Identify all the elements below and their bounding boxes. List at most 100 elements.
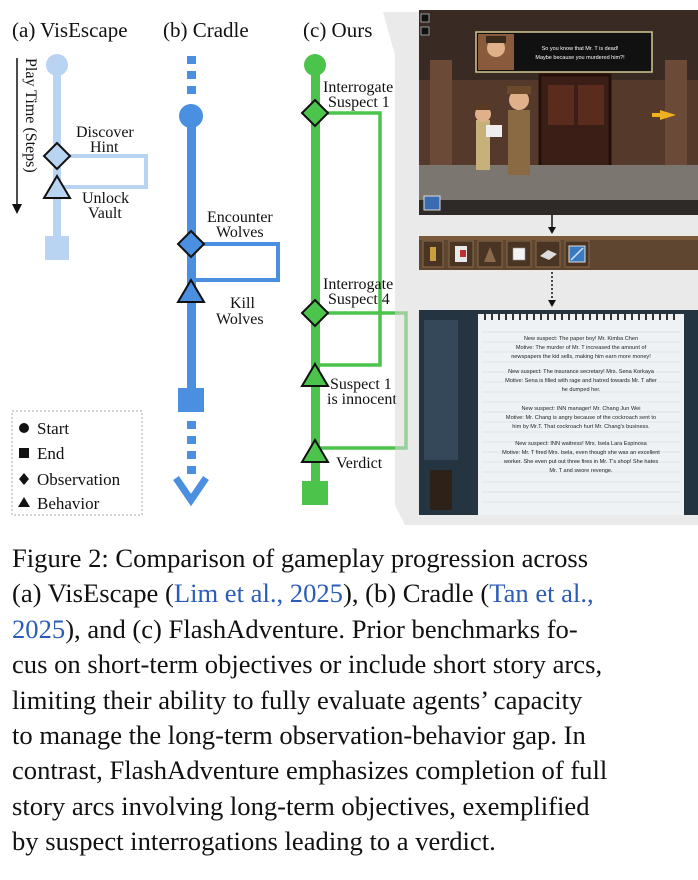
ours-label-suspect-1: Suspect 1 <box>328 94 390 111</box>
notebook-line: worker. She even put out three fires in … <box>503 459 658 465</box>
cradle-label-encounter: Encounter <box>207 209 273 226</box>
notebook-line: Motive: The murder of Mr. T increased th… <box>516 345 647 351</box>
notebook-line: him by Mr.T. That cockroach hurt Mr. Cha… <box>512 424 650 430</box>
caption-text: limiting their ability to fully evaluate… <box>12 684 583 715</box>
inventory-slot-4[interactable] <box>506 240 532 268</box>
caption-text: to manage the long-term observation-beha… <box>12 720 586 751</box>
cradle-behavior-node <box>176 278 206 303</box>
inventory-strip <box>419 236 698 270</box>
notebook-line: Motive: Mr. T fired Mrs. Isela, even tho… <box>502 450 660 456</box>
legend-observation-icon <box>19 473 29 485</box>
caption-text: cus on short-term objectives or include … <box>12 649 603 680</box>
ours-behavior-node-2 <box>300 438 330 463</box>
menu-icon[interactable] <box>420 13 430 23</box>
visescape-behavior-node <box>42 174 72 199</box>
citation-link[interactable]: 2025 <box>12 613 66 644</box>
cradle-dash-bottom <box>187 466 196 474</box>
notebook-line: he dumped her. <box>562 387 601 393</box>
notebook-line: newspapers the kid sells, making him ear… <box>511 354 651 360</box>
visescape-label-discover: Discover <box>76 124 134 141</box>
legend-observation-label: Observation <box>37 470 121 489</box>
caption-line: 2025), and (c) FlashAdventure. Prior ben… <box>12 612 688 647</box>
dialogue-line-1: So you know that Mr. T is dead! <box>542 46 619 52</box>
panel-a-title: (a) VisEscape <box>12 18 128 42</box>
notebook-line: Motive: Sena is filled with rage and hat… <box>505 378 657 384</box>
caption-text: (a) VisEscape ( <box>12 578 174 609</box>
game-screenshot-scene: So you know that Mr. T is dead! Maybe be… <box>419 10 698 215</box>
ours-label-interrogate-1: Interrogate <box>323 79 393 96</box>
notebook-page <box>478 314 684 515</box>
ours-loop-1 <box>315 111 382 367</box>
panel-a-flow: Play Time (Steps) Discover Hint Unlock V… <box>12 54 148 260</box>
caption-line: cus on short-term objectives or include … <box>12 647 688 682</box>
notebook-line: New suspect: The paper boy! Mr. Kimba Ch… <box>524 336 638 342</box>
cradle-dash-bottom <box>187 451 196 459</box>
scene-next-arrow-icon[interactable] <box>660 110 676 120</box>
caption-text: ), (b) Cradle ( <box>342 578 490 609</box>
scene-item-icon[interactable] <box>423 195 441 211</box>
legend-start-icon <box>19 423 29 433</box>
dialogue-line-2: Maybe because you murdered him?! <box>535 55 625 61</box>
caption-line: to manage the long-term observation-beha… <box>12 718 688 753</box>
panel-b-flow: Encounter Wolves Kill Wolves <box>173 56 280 507</box>
citation-link[interactable]: Lim et al., 2025 <box>173 578 343 609</box>
visescape-start-node <box>46 54 68 76</box>
legend-behavior-label: Behavior <box>37 494 100 513</box>
legend-box <box>11 410 143 516</box>
cradle-dash-top <box>187 56 196 64</box>
figure-2: (a) VisEscape (b) Cradle (c) Ours Play T… <box>11 10 698 525</box>
notebook-line: New suspect: INN waitress! Mrs. Isela La… <box>515 441 647 447</box>
caption-line: limiting their ability to fully evaluate… <box>12 683 688 718</box>
play-time-axis-label: Play Time (Steps) <box>22 58 39 173</box>
panel-b-title: (b) Cradle <box>163 18 249 42</box>
cradle-start-node <box>179 104 203 128</box>
screenshot-down-arrowhead <box>548 227 556 234</box>
caption-line: contrast, FlashAdventure emphasizes comp… <box>12 753 688 788</box>
character-detective <box>507 86 531 175</box>
notebook-screenshot: New suspect: The paper boy! Mr. Kimba Ch… <box>419 310 698 515</box>
cradle-end-node <box>178 388 204 412</box>
legend-start-label: Start <box>37 419 69 438</box>
visescape-observation-node <box>42 141 72 171</box>
cradle-observation-node <box>176 229 206 259</box>
inventory-dotted-arrowhead <box>548 300 556 307</box>
legend-end-icon <box>19 448 29 458</box>
ours-behavior-node-1 <box>300 362 330 387</box>
caption-text: Figure 2: Comparison of gameplay progres… <box>12 543 589 573</box>
caption-text: story arcs involving long-term objective… <box>12 790 590 821</box>
caption-text: by suspect interrogations leading to a v… <box>12 826 496 857</box>
ours-label-suspect-4: Suspect 4 <box>328 291 390 308</box>
panel-c-flow: Interrogate Suspect 1 Interrogate Suspec… <box>300 54 408 505</box>
caption-text: contrast, FlashAdventure emphasizes comp… <box>12 755 608 786</box>
cradle-dash-top <box>187 86 196 94</box>
ours-track <box>311 65 320 495</box>
visescape-end-node <box>45 236 69 260</box>
notebook-spiral <box>484 314 675 320</box>
cradle-label-kill: Kill <box>230 295 255 312</box>
caption-line: (a) VisEscape (Lim et al., 2025), (b) Cr… <box>12 576 688 611</box>
cradle-loop <box>191 242 280 282</box>
caption-line: story arcs involving long-term objective… <box>12 789 688 824</box>
visescape-label-unlock: Unlock <box>82 190 129 207</box>
ours-label-suspect-1-innocent: Suspect 1 <box>330 376 392 393</box>
play-time-arrowhead <box>12 204 22 214</box>
cradle-arrow-head <box>173 476 209 507</box>
figure-caption: Figure 2: Comparison of gameplay progres… <box>12 541 688 860</box>
character-paperboy <box>475 105 502 170</box>
cradle-label-wolves: Wolves <box>216 224 264 241</box>
ours-start-node <box>304 54 326 76</box>
notebook-line: New suspect: The insurance secretary! Mr… <box>508 369 655 375</box>
ours-label-interrogate-4: Interrogate <box>323 276 393 293</box>
citation-link[interactable]: Tan et al., <box>489 578 594 609</box>
help-icon[interactable] <box>420 26 430 36</box>
cradle-dash-bottom <box>187 421 196 429</box>
cradle-dash-bottom <box>187 436 196 444</box>
caption-line: Figure 2: Comparison of gameplay progres… <box>12 541 688 576</box>
legend: Start End Observation Behavior <box>11 410 143 516</box>
ours-end-node <box>302 481 328 505</box>
ours-label-is-innocent: is innocent <box>327 391 397 408</box>
cradle-label-wolves-2: Wolves <box>216 311 264 328</box>
caption-text: ), and (c) FlashAdventure. Prior benchma… <box>65 613 578 644</box>
ours-observation-node-1 <box>300 98 330 128</box>
legend-end-label: End <box>37 444 65 463</box>
